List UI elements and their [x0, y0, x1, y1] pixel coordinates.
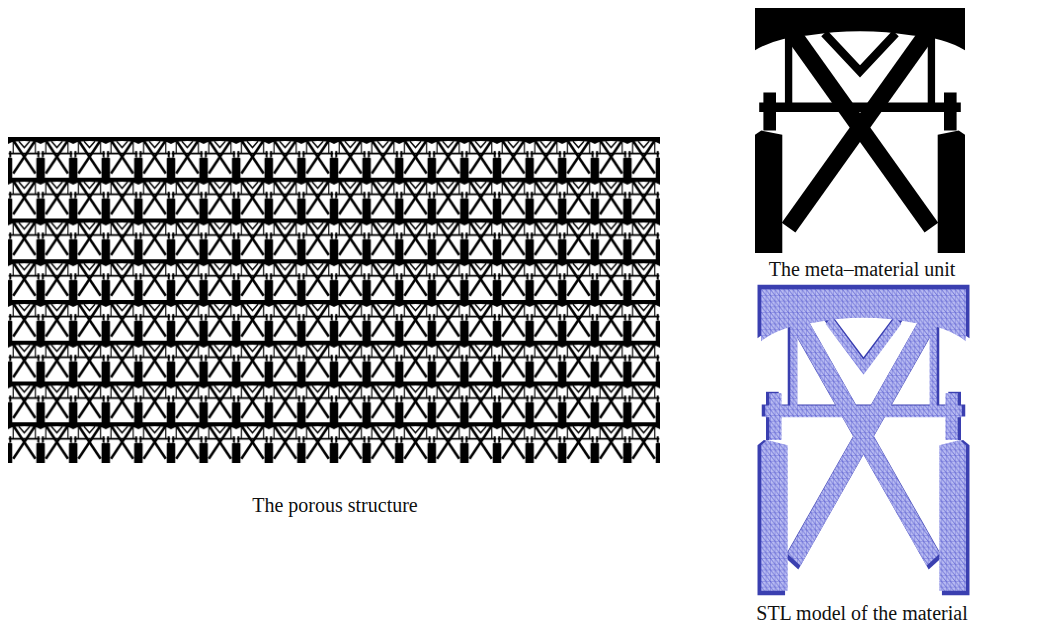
- caption: The meta–material unit: [769, 257, 956, 281]
- meta-material-unit: [755, 8, 965, 253]
- porous-structure: [8, 137, 660, 463]
- caption: The porous structure: [252, 493, 418, 517]
- caption: STL model of the material: [756, 601, 967, 625]
- stl-model: [757, 284, 970, 596]
